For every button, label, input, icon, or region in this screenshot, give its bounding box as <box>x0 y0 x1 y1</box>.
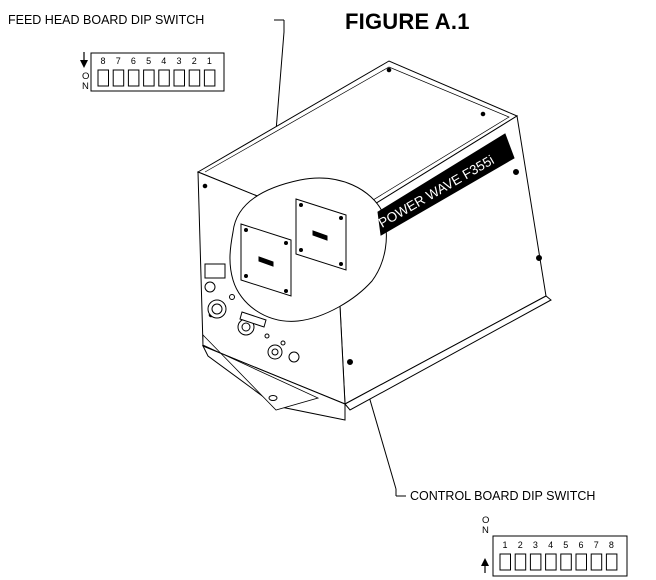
feed-switch-number: 7 <box>116 56 121 66</box>
feed-switch-slot <box>173 69 185 87</box>
control-switch-number: 1 <box>502 540 507 550</box>
control-switch-number: 8 <box>609 540 614 550</box>
control-switch-body <box>492 535 628 577</box>
control-on-letter-o: O <box>482 515 490 526</box>
feed-on-letter-o: O <box>82 71 90 82</box>
control-switch-slot <box>560 553 572 571</box>
machine-base-right <box>344 295 552 411</box>
power-wave-machine <box>196 60 552 421</box>
feed-switch-number: 1 <box>207 56 212 66</box>
control-switch-slot <box>590 553 603 571</box>
control-switch-on-label: O N <box>482 516 489 536</box>
figure-title: FIGURE A.1 <box>345 9 470 34</box>
feed-switch-slot <box>158 69 170 87</box>
control-switch-number: 7 <box>594 540 599 550</box>
control-switch-slot <box>529 553 542 571</box>
feed-switch-slot <box>143 69 155 87</box>
feed-switch-number: 5 <box>146 56 151 66</box>
feed-switch-slot <box>97 69 109 87</box>
control-switch-slot <box>545 553 557 571</box>
feed-switch-slot <box>188 69 201 87</box>
feed-switch-number: 4 <box>161 56 166 66</box>
feed-on-letter-n: N <box>82 81 89 92</box>
control-switch-slot <box>514 553 527 571</box>
control-switch-number: 3 <box>533 540 538 550</box>
feed-switch-down-arrow <box>80 52 88 68</box>
feed-switch-number: 3 <box>176 56 181 66</box>
control-board-callout: CONTROL BOARD DIP SWITCH <box>410 489 596 503</box>
control-switch-up-arrow <box>481 558 489 573</box>
feed-switch-body <box>90 52 225 92</box>
feed-switch-slot <box>127 69 140 87</box>
feed-head-callout: FEED HEAD BOARD DIP SWITCH <box>8 13 205 27</box>
feed-switch-number: 6 <box>131 56 136 66</box>
feed-switch-slot <box>203 69 216 87</box>
control-switch-slot <box>605 553 618 571</box>
control-board-switch <box>312 230 328 241</box>
feed-switch-number: 2 <box>192 56 197 66</box>
machine-label-band <box>377 133 515 236</box>
feed-head-board-switch <box>258 256 274 267</box>
control-on-letter-n: N <box>482 525 489 536</box>
feed-switch-on-label: O N <box>82 72 89 92</box>
control-switch-number: 4 <box>548 540 553 550</box>
front-knob <box>204 281 216 293</box>
front-panel-display <box>204 263 226 279</box>
feed-switch-slot <box>112 69 125 87</box>
feed-switch-number: 8 <box>100 56 105 66</box>
front-connector-slot <box>239 311 267 328</box>
control-switch-number: 5 <box>563 540 568 550</box>
control-switch-slot <box>575 553 587 571</box>
front-fitting <box>288 351 300 363</box>
control-switch-number: 6 <box>578 540 583 550</box>
control-switch-slot <box>499 553 511 571</box>
control-switch-number: 2 <box>518 540 523 550</box>
